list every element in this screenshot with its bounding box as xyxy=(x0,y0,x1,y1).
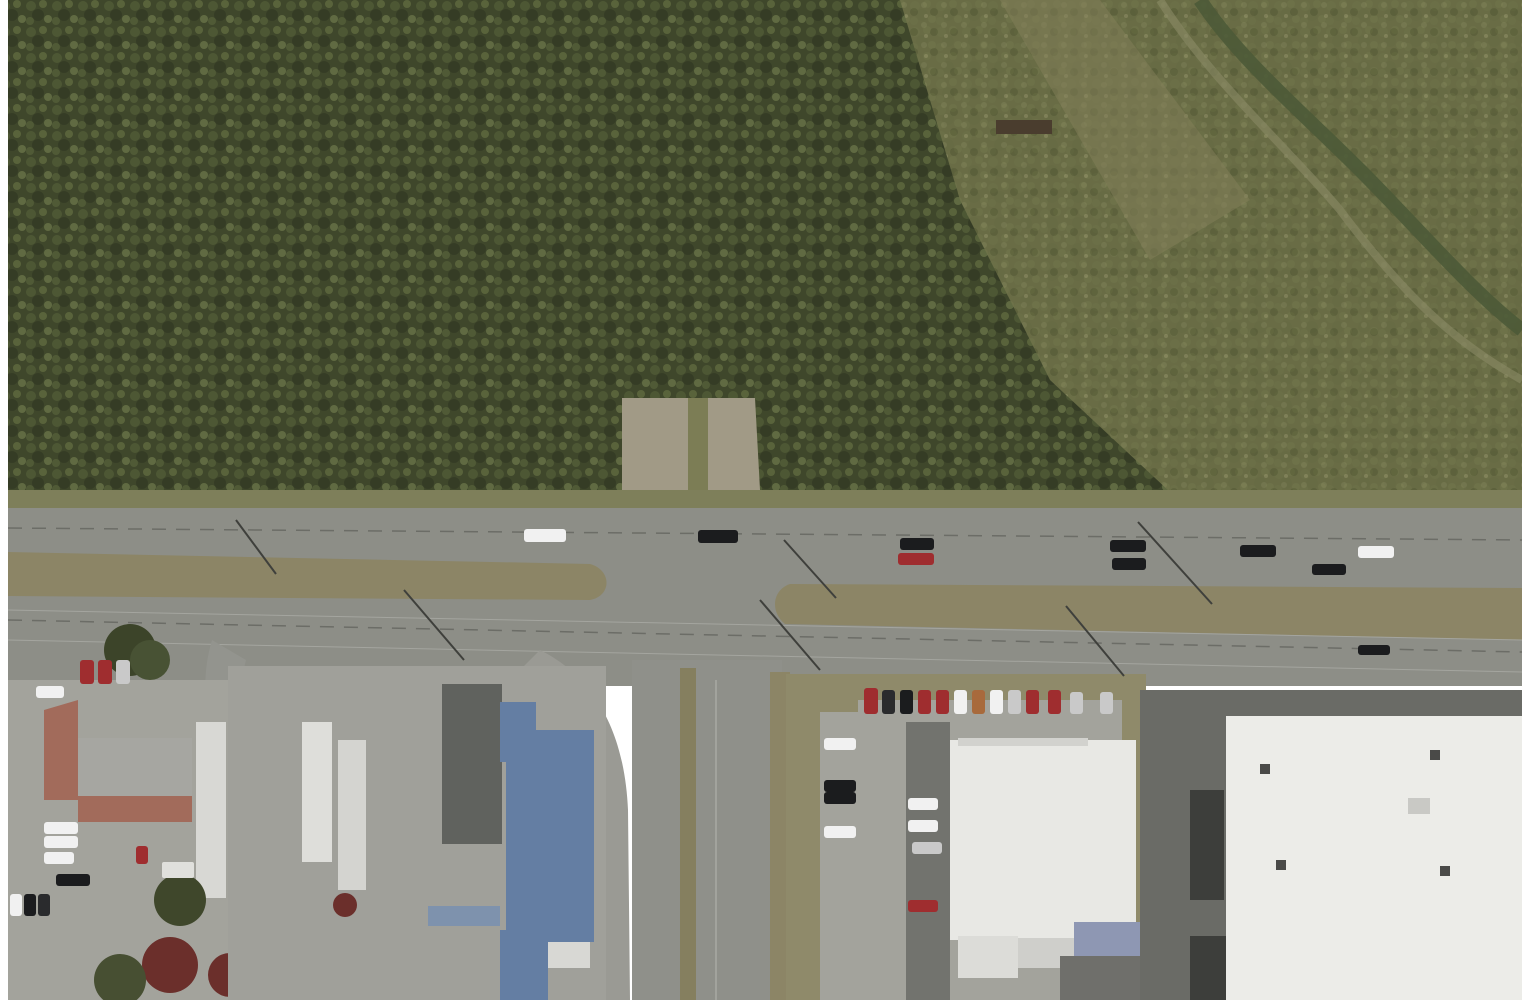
parked-cars-east xyxy=(824,688,1113,912)
side-street-south xyxy=(632,660,790,1000)
parked-cars-west xyxy=(10,660,194,916)
creek-bank xyxy=(1156,0,1522,384)
warehouse-roof xyxy=(1140,690,1522,1000)
vehicles xyxy=(524,529,1394,655)
pole-shadows xyxy=(235,519,1213,677)
divided-road xyxy=(7,508,1522,686)
strip-mall xyxy=(228,666,606,1000)
median-west xyxy=(8,552,607,600)
median-east xyxy=(774,584,1522,640)
woodland-north xyxy=(8,0,1522,540)
retail-building xyxy=(950,738,1140,1000)
creek-channel-northeast xyxy=(1194,0,1522,336)
footbridge xyxy=(996,120,1052,134)
verge-north xyxy=(8,490,1522,512)
